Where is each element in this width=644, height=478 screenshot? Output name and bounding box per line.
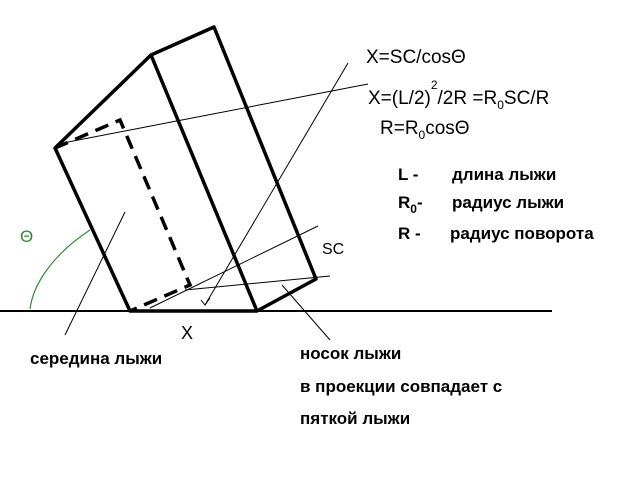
pointer-middle — [64, 211, 126, 336]
x-arrow-icon — [200, 297, 211, 306]
middle-of-ski-caption: середина лыжи — [30, 349, 162, 368]
legend-l-text: длина лыжи — [452, 165, 556, 184]
legend-r0-text: радиус лыжи — [452, 193, 564, 212]
projection-caption-line1: в проекции совпадает с — [300, 377, 502, 396]
formula-1: X=SC/cosΘ — [366, 47, 466, 68]
theta-label: Θ — [20, 227, 33, 246]
theta-angle-arc — [29, 229, 91, 310]
construction-line-sc-upper — [149, 225, 319, 309]
formula-2: X=(L/2)2/2R =R0SC/R — [368, 78, 549, 112]
ski-box-middle-edge — [149, 54, 259, 312]
legend-r0-symbol: R0- — [398, 193, 423, 216]
construction-line-top — [67, 83, 369, 143]
legend-r-text: радиус поворота — [450, 224, 594, 243]
ski-box-outline — [53, 25, 318, 313]
sc-label: SC — [322, 241, 344, 258]
x-label: X — [181, 323, 193, 343]
construction-line-sc-lower — [184, 275, 331, 291]
ski-toe-caption: носок лыжи — [300, 344, 401, 363]
ski-box-hidden-edges — [54, 117, 193, 313]
formula-3: R=R0cosΘ — [380, 118, 470, 142]
legend-l-symbol: L - — [398, 165, 418, 184]
legend-r-symbol: R - — [398, 224, 421, 243]
projection-caption-line2: пяткой лыжи — [300, 409, 410, 428]
